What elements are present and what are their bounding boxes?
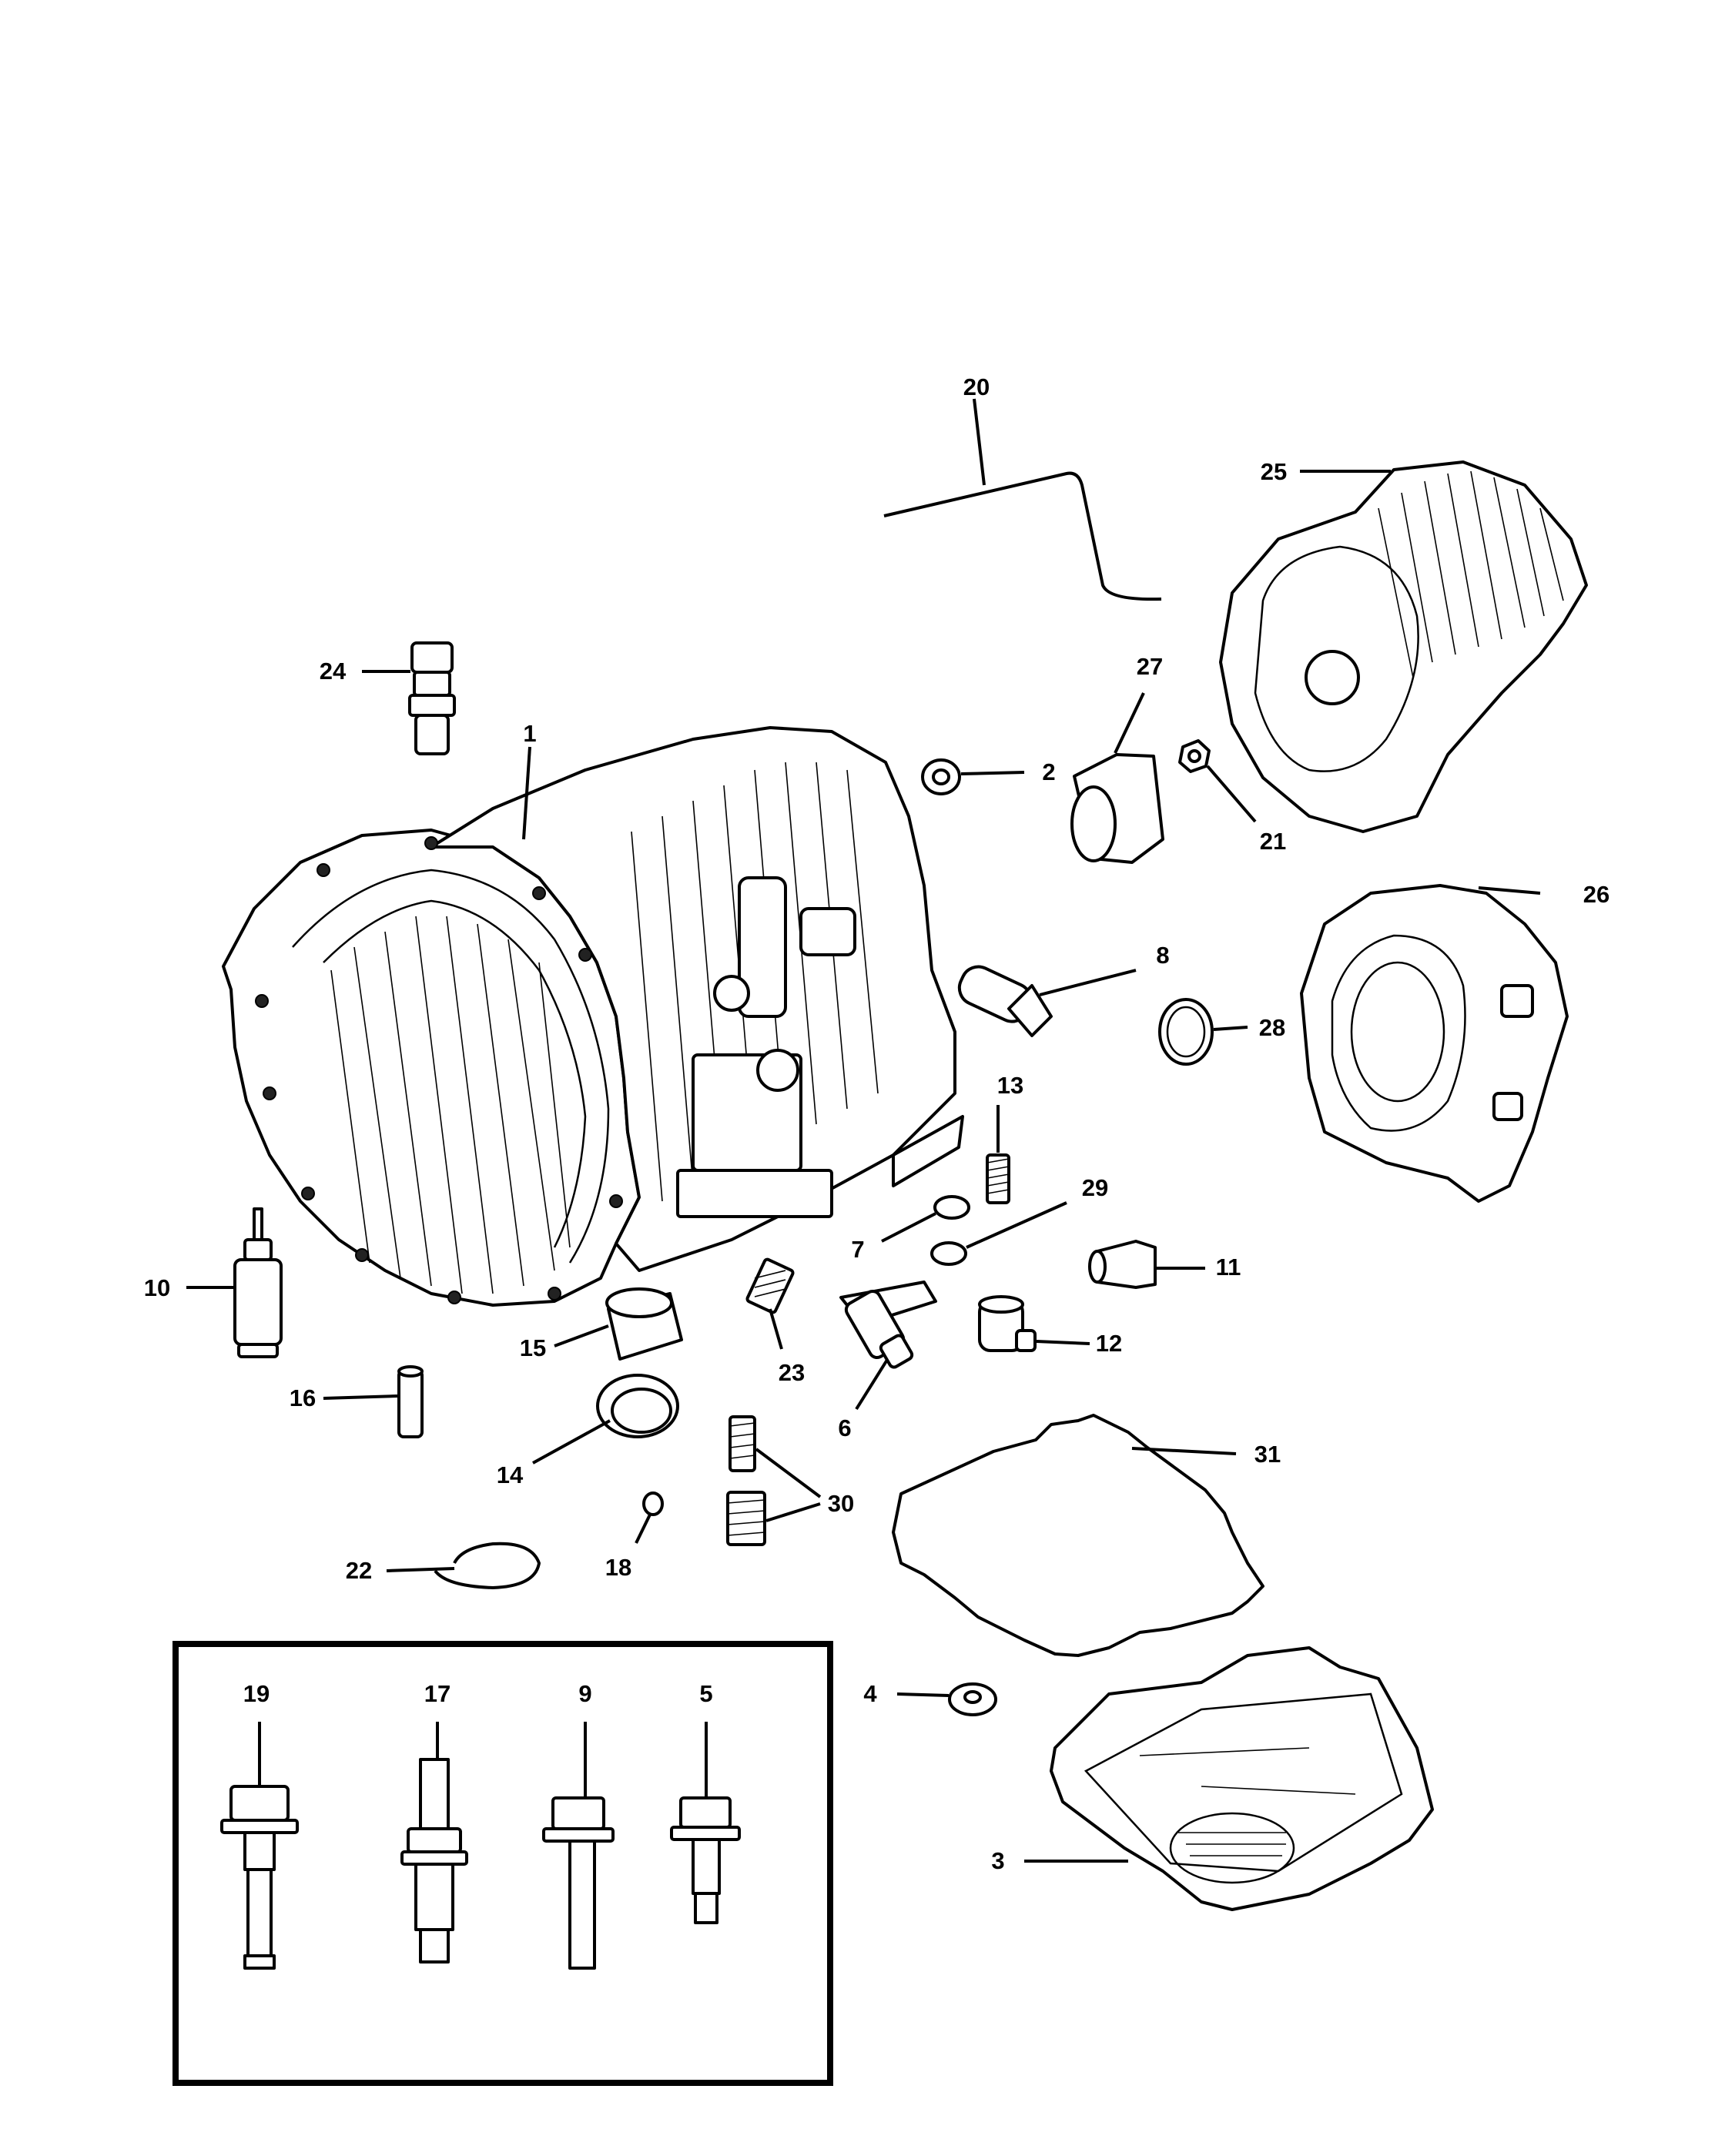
seal-14-drawing [596, 1374, 679, 1438]
seal-27-drawing [1070, 753, 1164, 864]
callout-12: 12 [1096, 1330, 1122, 1357]
springs-30-drawing [726, 1415, 766, 1546]
o-ring-29-drawing [930, 1241, 967, 1266]
callout-15: 15 [520, 1334, 546, 1361]
spring-13-drawing [986, 1153, 1010, 1204]
callout-10: 10 [144, 1274, 170, 1301]
snap-ring-22-drawing [434, 1542, 541, 1589]
callout-30: 30 [828, 1490, 854, 1517]
stud-bolt-17-drawing [400, 1758, 468, 1964]
vent-10-drawing [233, 1207, 283, 1358]
callout-25: 25 [1261, 458, 1287, 485]
bolt-9-drawing [542, 1796, 615, 1970]
speed-sensor-6-drawing [839, 1281, 937, 1369]
transmission-case-drawing [222, 726, 964, 1307]
callout-18: 18 [605, 1554, 631, 1581]
callout-14: 14 [497, 1461, 524, 1488]
callout-labels: 1 2 3 4 5 6 7 8 9 10 11 12 13 14 15 16 1… [144, 373, 1609, 1874]
callout-27: 27 [1137, 653, 1163, 680]
oil-pan-drawing [1050, 1646, 1434, 1911]
callout-31: 31 [1254, 1441, 1281, 1468]
plug-12-drawing [978, 1295, 1037, 1352]
washer-4-drawing [948, 1682, 997, 1716]
callout-20: 20 [963, 373, 990, 400]
callout-13: 13 [997, 1072, 1023, 1099]
nut-21-drawing [1178, 739, 1211, 773]
washer-2-drawing [921, 758, 961, 795]
callout-19: 19 [243, 1680, 270, 1707]
callout-3: 3 [991, 1847, 1004, 1874]
gasket-31-drawing [892, 1414, 1264, 1657]
callout-22: 22 [346, 1557, 372, 1584]
callout-28: 28 [1259, 1014, 1285, 1041]
bolt-19-drawing [220, 1785, 299, 1970]
tube-20-drawing [883, 471, 1162, 601]
adapter-housing-26-drawing [1300, 884, 1569, 1203]
speed-sensor-8-drawing [957, 965, 1053, 1037]
spring-23-drawing [745, 1257, 795, 1314]
callout-26: 26 [1583, 881, 1609, 908]
fastener-inset-box [172, 1641, 833, 2086]
extension-housing-25-drawing [1219, 460, 1588, 833]
callout-4: 4 [863, 1680, 877, 1707]
callout-6: 6 [838, 1414, 851, 1441]
callout-5: 5 [699, 1680, 712, 1707]
o-ring-7-drawing [933, 1195, 970, 1220]
callout-17: 17 [424, 1680, 451, 1707]
plug-11-drawing [1088, 1240, 1157, 1289]
callout-21: 21 [1260, 828, 1286, 855]
o-ring-28-drawing [1158, 998, 1214, 1066]
callout-11: 11 [1216, 1254, 1241, 1281]
callout-8: 8 [1156, 942, 1169, 969]
callout-9: 9 [578, 1680, 591, 1707]
callout-1: 1 [523, 720, 536, 747]
dowel-16-drawing [397, 1365, 424, 1438]
callout-29: 29 [1082, 1174, 1108, 1201]
callout-24: 24 [320, 658, 347, 685]
leader-lines [186, 398, 1541, 1863]
bushing-15-drawing [605, 1287, 683, 1361]
callout-7: 7 [851, 1236, 864, 1263]
callout-23: 23 [779, 1359, 805, 1386]
callout-2: 2 [1042, 758, 1055, 785]
plug-18-drawing [642, 1491, 664, 1516]
bolt-5-drawing [670, 1796, 741, 1924]
fitting-24-drawing [408, 641, 456, 755]
callout-16: 16 [290, 1384, 316, 1411]
